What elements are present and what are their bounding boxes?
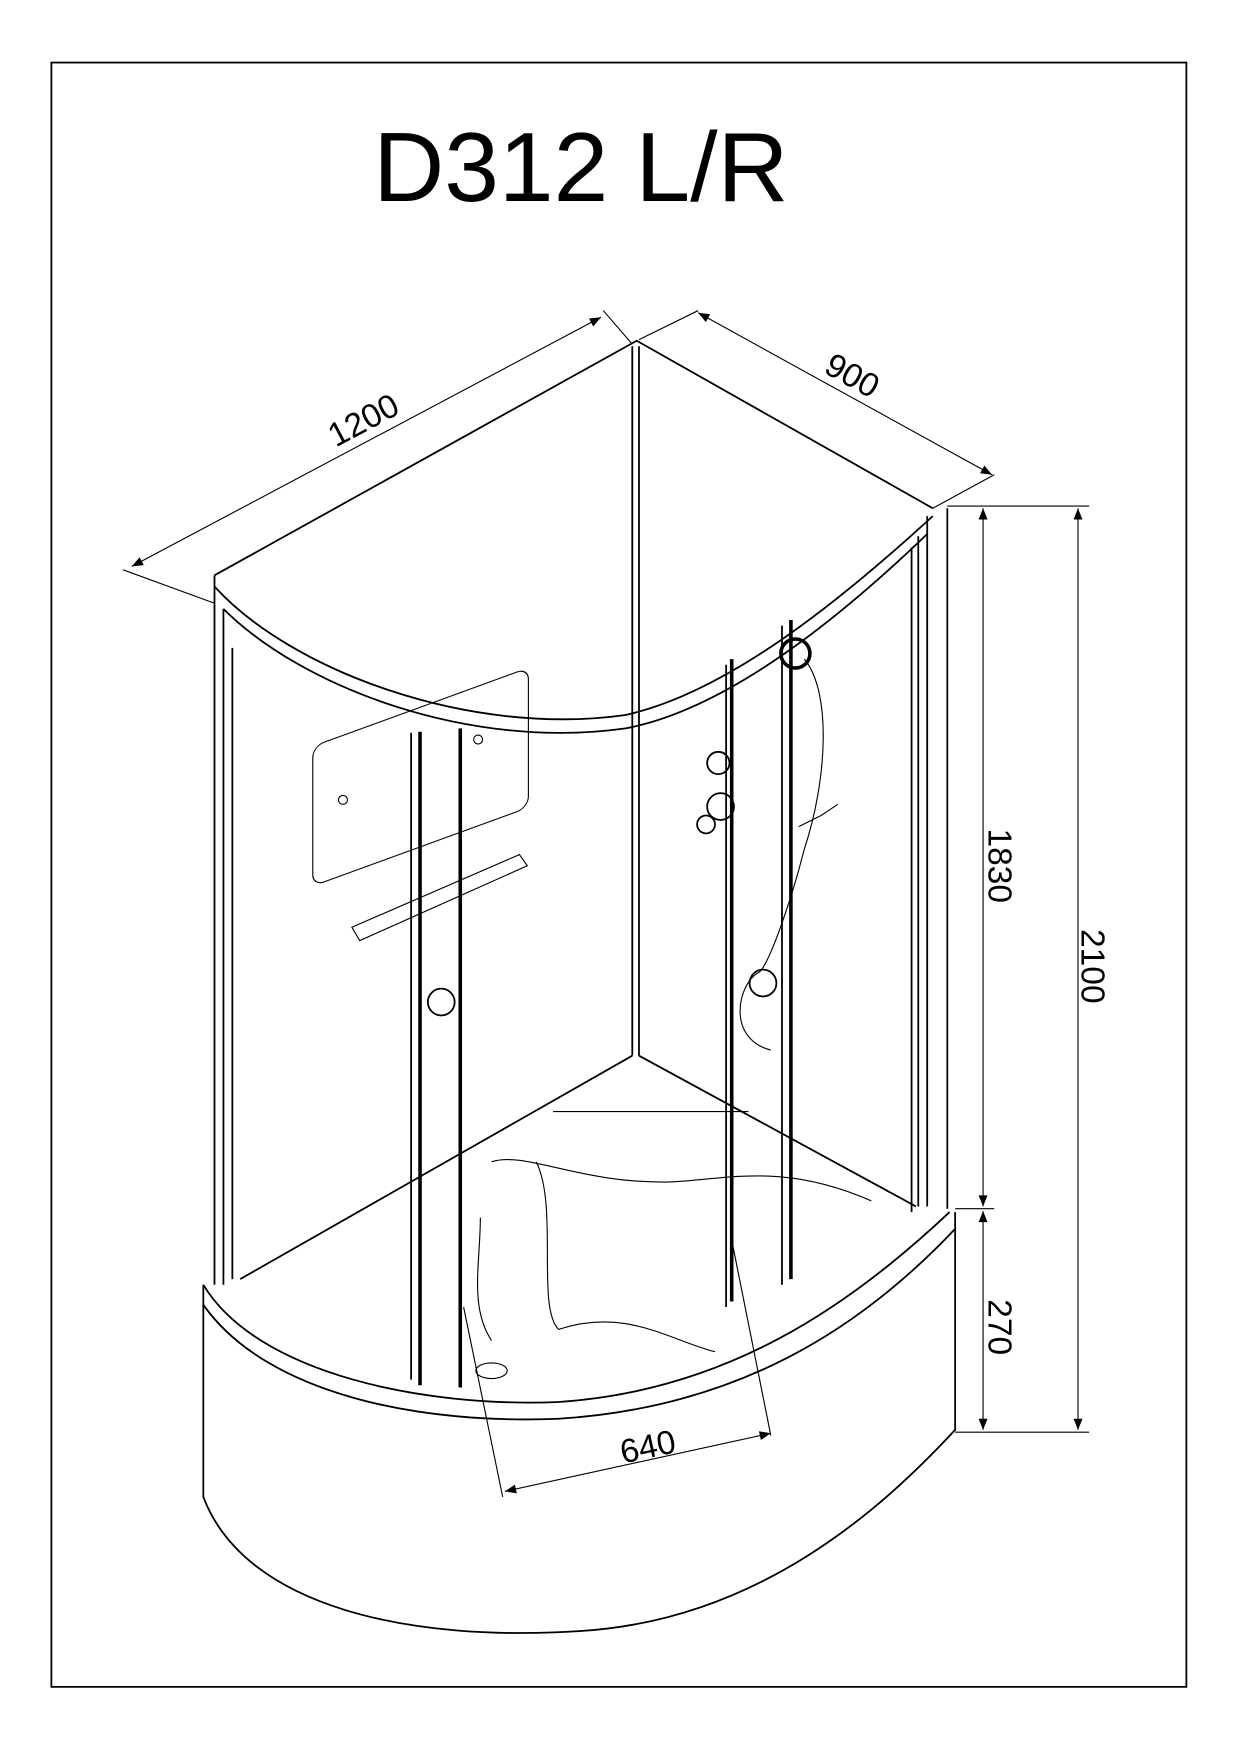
cabin-outline xyxy=(202,339,957,1634)
dimension-door-width: 640 xyxy=(617,1424,679,1472)
dimension-cabin-height: 1830 xyxy=(981,829,1018,904)
dimension-tray-height: 270 xyxy=(981,1299,1018,1355)
dimension-total-height: 2100 xyxy=(1073,929,1110,1004)
dimension-lines xyxy=(122,310,1090,1498)
model-title: D312 L/R xyxy=(373,112,788,222)
drawing-border xyxy=(50,61,1188,1688)
dimension-length: 1200 xyxy=(322,387,405,455)
dimension-depth: 900 xyxy=(818,346,885,405)
